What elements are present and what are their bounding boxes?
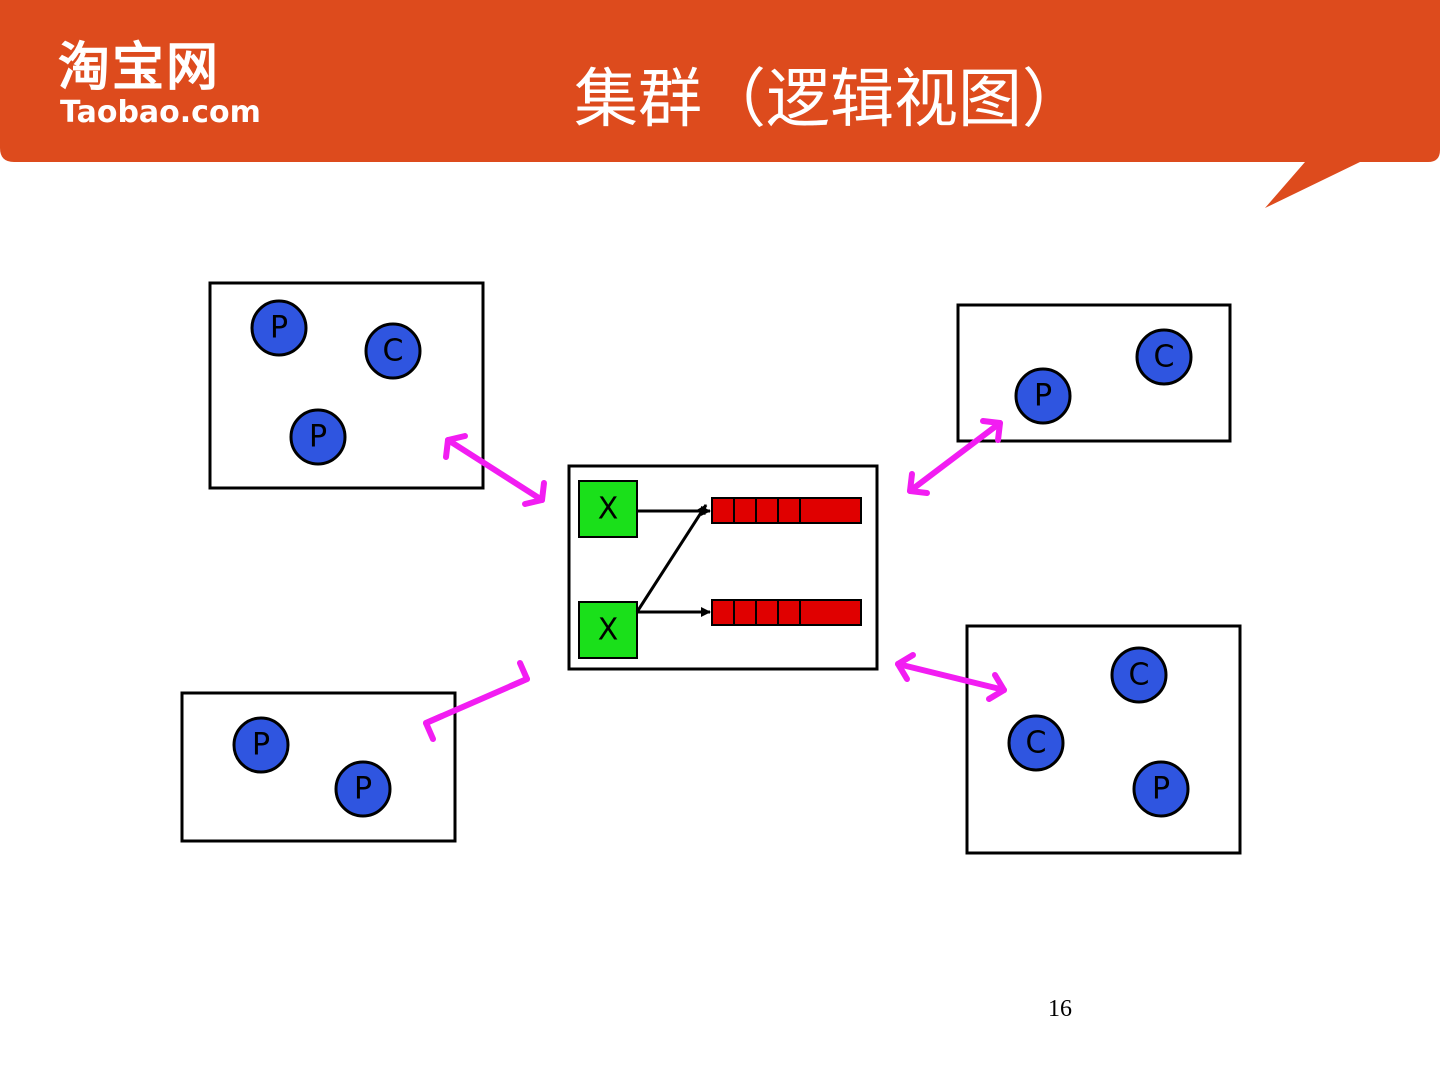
node-label: C bbox=[383, 334, 404, 369]
client-box-bottom-left bbox=[180, 691, 457, 843]
node-label: C bbox=[1129, 658, 1150, 693]
exchange-1: X bbox=[578, 480, 638, 538]
node-label: P bbox=[270, 311, 288, 346]
header-background bbox=[0, 0, 1440, 208]
logo-chinese-text: 淘宝网 bbox=[58, 38, 221, 98]
link-top-left bbox=[443, 433, 547, 507]
node-label: P bbox=[1034, 379, 1052, 414]
link-bottom-left bbox=[423, 660, 530, 742]
slide-title: 集群（逻辑视图） bbox=[574, 63, 1086, 137]
node-producer: P bbox=[232, 716, 290, 774]
node-consumer: C bbox=[1110, 646, 1168, 704]
node-producer: P bbox=[1132, 760, 1190, 818]
exchange-1-label: X bbox=[598, 492, 619, 527]
node-label: P bbox=[354, 772, 372, 807]
exchange-2-label: X bbox=[598, 613, 619, 648]
node-consumer: C bbox=[1135, 328, 1193, 386]
header-banner bbox=[0, 0, 1440, 208]
link-bottom-right bbox=[895, 652, 1007, 702]
link-top-right bbox=[907, 418, 1003, 496]
binding-arrow-3 bbox=[635, 504, 708, 613]
node-label: C bbox=[1154, 340, 1175, 375]
node-producer: P bbox=[289, 408, 347, 466]
logo-english-text: Taobao.com bbox=[60, 95, 261, 130]
node-consumer: C bbox=[364, 322, 422, 380]
node-label: P bbox=[252, 728, 270, 763]
node-label: C bbox=[1026, 726, 1047, 761]
node-label: P bbox=[1152, 772, 1170, 807]
node-label: P bbox=[309, 420, 327, 455]
node-producer: P bbox=[334, 760, 392, 818]
client-box-top-left bbox=[208, 281, 485, 490]
taobao-logo: 淘宝网 Taobao.com bbox=[58, 38, 278, 133]
queue-2 bbox=[711, 599, 862, 626]
queue-1 bbox=[711, 497, 862, 524]
exchange-2: X bbox=[578, 601, 638, 659]
page-number: 16 bbox=[1048, 996, 1072, 1022]
node-consumer: C bbox=[1007, 714, 1065, 772]
node-producer: P bbox=[1014, 367, 1072, 425]
node-producer: P bbox=[250, 299, 308, 357]
